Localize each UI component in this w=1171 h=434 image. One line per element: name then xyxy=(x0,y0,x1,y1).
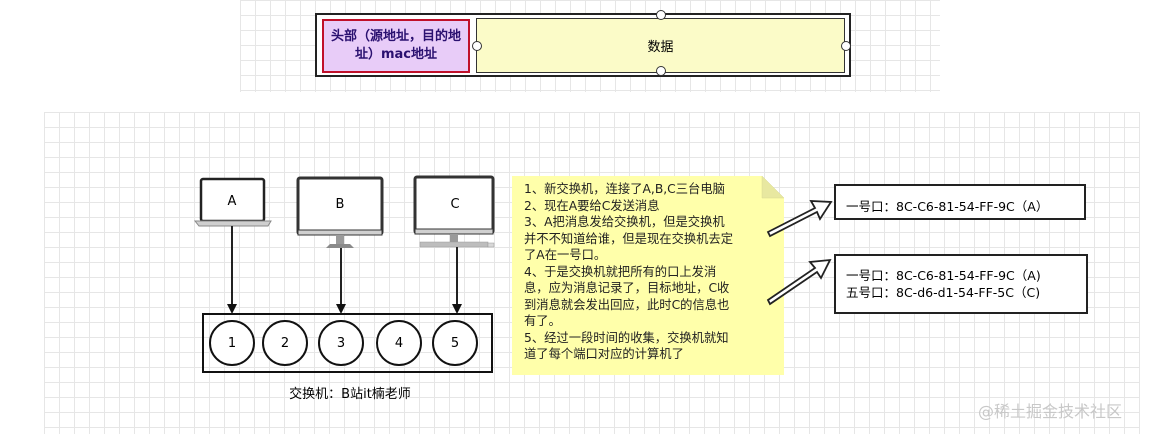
mac-table-2[interactable]: 一号口：8C-C6-81-54-FF-9C（A) 五号口：8C-d6-d1-54… xyxy=(834,254,1088,314)
device-label-b: B xyxy=(336,197,345,212)
port-label: 5 xyxy=(450,335,460,351)
device-label-c: C xyxy=(450,197,459,212)
resize-handle-top[interactable] xyxy=(656,10,666,20)
desktop-computer-icon[interactable]: C xyxy=(413,175,495,248)
note-line: 有了。 xyxy=(524,314,561,328)
switch-caption: 交换机：B站it楠老师 xyxy=(289,387,411,402)
device-label-a: A xyxy=(228,194,237,209)
switch-port-1[interactable]: 1 xyxy=(209,320,255,366)
note-line: 了A在一号口。 xyxy=(524,248,607,262)
monitor-icon[interactable]: B xyxy=(296,176,384,248)
port-label: 4 xyxy=(394,335,404,351)
hollow-arrow-to-table-2[interactable] xyxy=(766,258,832,306)
port-label: 2 xyxy=(280,335,290,351)
hollow-arrow-to-table-1[interactable] xyxy=(766,200,833,238)
note-line: 道了每个端口对应的计算机了 xyxy=(524,347,684,361)
resize-handle-right[interactable] xyxy=(841,41,851,51)
switch-port-4[interactable]: 4 xyxy=(376,320,422,366)
resize-handle-bottom[interactable] xyxy=(656,66,666,76)
mac-table-1[interactable]: 一号口：8C-C6-81-54-FF-9C（A） xyxy=(834,184,1086,220)
frame-header-label: 头部（源地址，目的地址）mac地址 xyxy=(330,29,461,62)
switch-outline[interactable] xyxy=(202,313,493,373)
switch-port-5[interactable]: 5 xyxy=(432,320,478,366)
sticky-note-text[interactable]: 1、新交换机，连接了A,B,C三台电脑 2、现在A要给C发送消息 3、A把消息发… xyxy=(524,181,776,363)
mac-entry: 一号口：8C-C6-81-54-FF-9C（A) xyxy=(846,268,1041,283)
switch-port-2[interactable]: 2 xyxy=(262,320,308,366)
note-line: 2、现在A要给C发送消息 xyxy=(524,198,660,213)
resize-handle-left[interactable] xyxy=(472,41,482,51)
port-label: 1 xyxy=(227,335,237,351)
watermark: @稀土掘金技术社区 xyxy=(978,402,1123,421)
note-line: 5、经过一段时间的收集，交换机就知 xyxy=(524,330,729,345)
note-line: 3、A把消息发给交换机，但是交换机 xyxy=(524,215,725,229)
note-line: 息，应为消息记录了，目标地址，C收 xyxy=(524,281,730,295)
mac-entry: 五号口：8C-d6-d1-54-FF-5C（C) xyxy=(846,285,1041,300)
frame-data-label: 数据 xyxy=(647,40,674,55)
sticky-note-shape xyxy=(512,175,785,375)
note-line: 1、新交换机，连接了A,B,C三台电脑 xyxy=(524,182,725,196)
frame-data-field[interactable]: 数据 xyxy=(476,18,845,73)
laptop-icon[interactable]: A xyxy=(193,177,272,227)
switch-port-3[interactable]: 3 xyxy=(318,320,364,366)
note-line: 并不不知道给谁，但是现在交换机去定 xyxy=(524,231,734,246)
frame-header-field[interactable]: 头部（源地址，目的地址）mac地址 xyxy=(322,19,470,73)
mac-entry: 一号口：8C-C6-81-54-FF-9C（A） xyxy=(846,199,1049,214)
note-line: 4、于是交换机就把所有的口上发消 xyxy=(524,264,717,279)
port-label: 3 xyxy=(336,335,346,351)
note-line: 到消息就会发出回应，此时C的信息也 xyxy=(524,297,730,312)
